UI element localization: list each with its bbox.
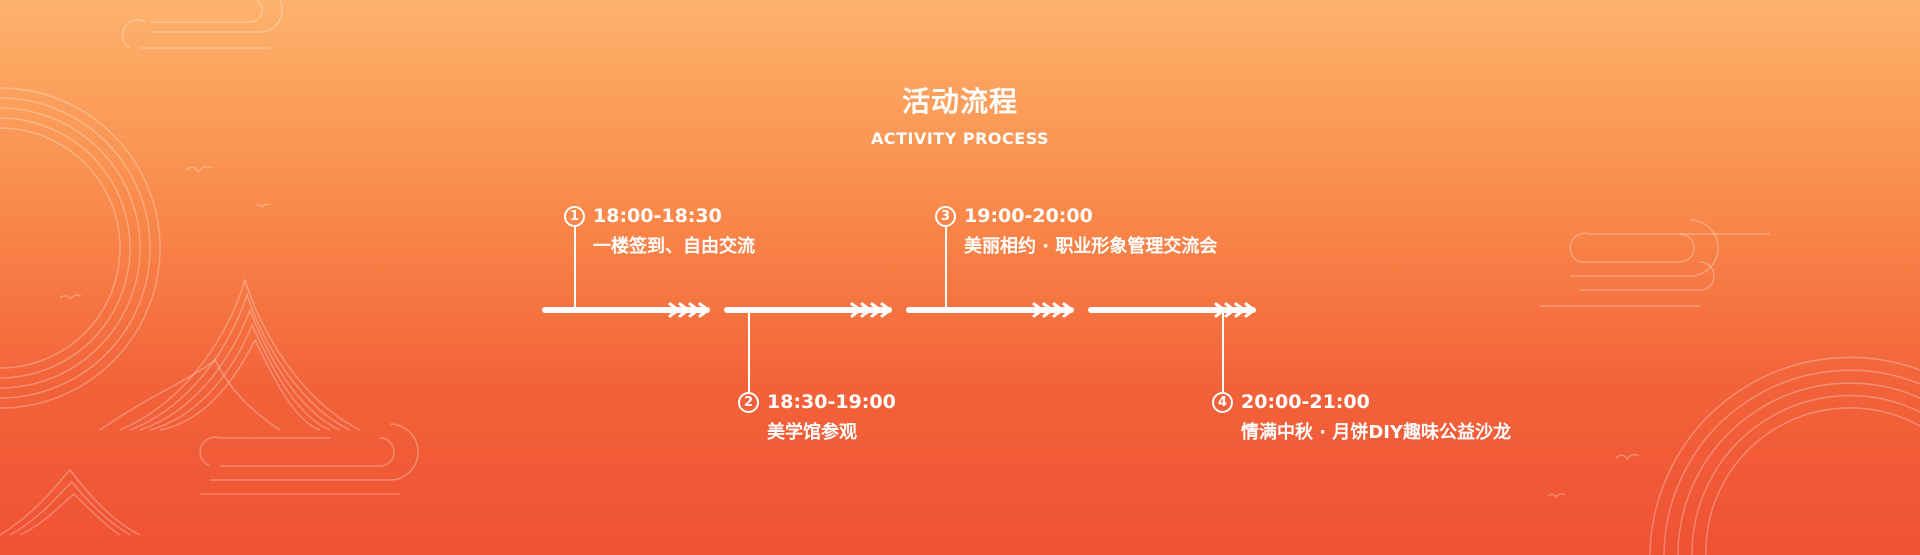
timeline-segment bbox=[724, 307, 892, 313]
step-connector bbox=[1222, 312, 1224, 392]
step-connector bbox=[574, 226, 576, 308]
step-number-badge: 2 bbox=[738, 392, 759, 413]
step-time: 20:00-21:00 bbox=[1241, 391, 1370, 413]
bird-decoration bbox=[59, 165, 1640, 499]
timeline-segment bbox=[542, 307, 710, 313]
step-description: 一楼签到、自由交流 bbox=[593, 236, 755, 257]
step-connector bbox=[748, 312, 750, 392]
timeline-segment bbox=[1088, 307, 1256, 313]
step-number-badge: 3 bbox=[935, 206, 956, 227]
step-description: 情满中秋 · 月饼DIY趣味公益沙龙 bbox=[1241, 422, 1512, 443]
page-subtitle: ACTIVITY PROCESS bbox=[870, 129, 1050, 148]
step-number-badge: 1 bbox=[564, 206, 585, 227]
mountain-decoration-left bbox=[99, 277, 361, 431]
cloud-decoration-bottom-left bbox=[199, 423, 419, 495]
chevron-arrows-icon bbox=[1032, 302, 1074, 318]
cloud-decoration-top-left bbox=[121, 0, 283, 49]
chevron-arrows-icon bbox=[668, 302, 710, 318]
cloud-decoration-right bbox=[1540, 219, 1770, 307]
step-time: 18:00-18:30 bbox=[593, 205, 722, 227]
step-description: 美丽相约 · 职业形象管理交流会 bbox=[964, 236, 1218, 257]
step-description: 美学馆参观 bbox=[767, 422, 857, 443]
page-title: 活动流程 bbox=[901, 85, 1018, 118]
step-time: 18:30-19:00 bbox=[767, 391, 896, 413]
mountain-decoration-bottom-left bbox=[0, 468, 141, 536]
step-time: 19:00-20:00 bbox=[964, 205, 1093, 227]
chevron-arrows-icon bbox=[850, 302, 892, 318]
right-arc-decoration bbox=[1649, 356, 1920, 555]
step-connector bbox=[945, 226, 947, 308]
timeline-segment bbox=[906, 307, 1074, 313]
step-number-badge: 4 bbox=[1212, 392, 1233, 413]
chevron-arrows-icon bbox=[1214, 302, 1256, 318]
